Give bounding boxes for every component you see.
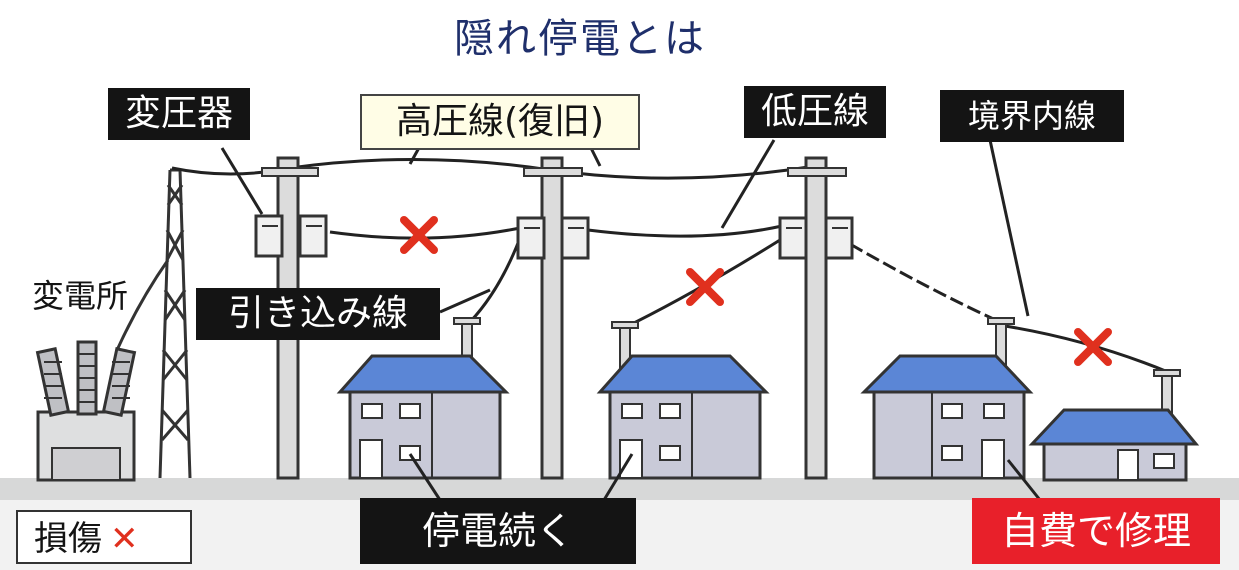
service-drop-1 — [468, 237, 522, 324]
label-self-repair: 自費で修理 — [972, 498, 1220, 564]
damage-x-icon — [686, 268, 724, 306]
utility-pole-icon — [516, 156, 590, 480]
high-voltage-wire — [171, 157, 816, 180]
damage-legend: 損傷✕ — [16, 510, 192, 564]
house-icon — [1028, 408, 1200, 482]
label-service-drop: 引き込み線 — [196, 288, 440, 340]
damage-x-icon: ✕ — [110, 519, 139, 559]
low-voltage-wire-2 — [587, 224, 783, 238]
house-icon — [336, 354, 510, 480]
label-high-voltage-line: 高圧線(復旧) — [360, 94, 640, 150]
utility-pole-icon — [453, 317, 1181, 421]
diagram-title: 隠れ停電とは — [454, 16, 706, 62]
house-icon — [596, 354, 770, 480]
label-boundary-wire: 境界内線 — [940, 90, 1124, 142]
label-substation: 変電所 — [31, 277, 128, 315]
service-drop-3 — [849, 242, 1001, 324]
damage-x-icon — [1074, 328, 1112, 366]
label-low-voltage-line: 低圧線 — [744, 86, 886, 138]
utility-pole-icon — [778, 156, 854, 480]
transmission-tower-icon — [158, 168, 192, 479]
house-icon — [860, 354, 1034, 480]
legend-text: 損傷 — [34, 519, 102, 559]
damage-x-icon — [400, 216, 438, 254]
label-leaders — [220, 139, 1042, 501]
substation-icon — [35, 259, 170, 482]
label-outage-continues: 停電続く — [360, 498, 636, 564]
label-transformer: 変圧器 — [108, 88, 250, 140]
